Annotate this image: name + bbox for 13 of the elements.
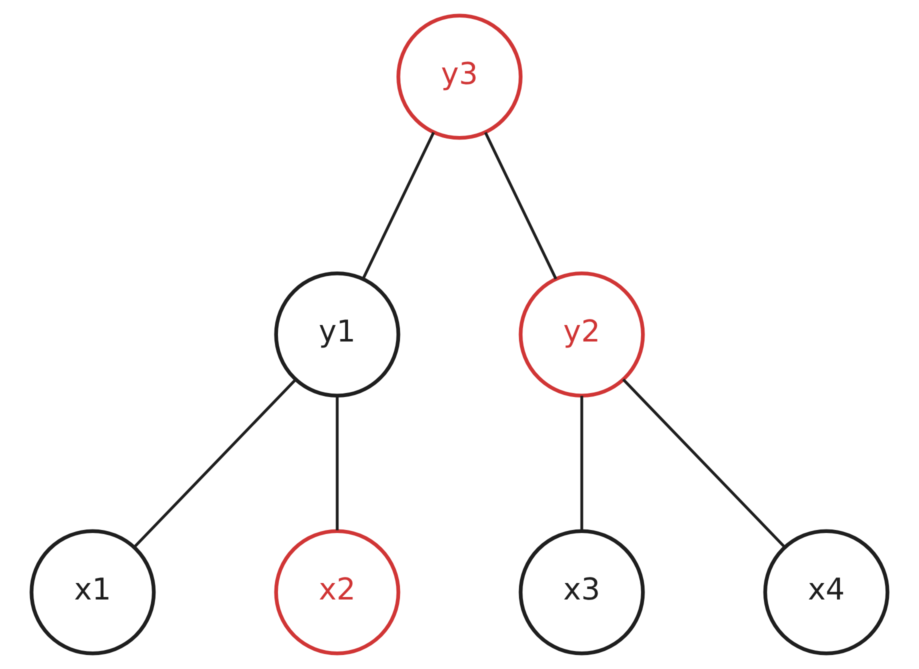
node-circle: x3 bbox=[518, 529, 645, 656]
connector bbox=[336, 396, 339, 530]
connector bbox=[484, 132, 558, 280]
node-circle: y1 bbox=[274, 271, 400, 398]
connector bbox=[133, 378, 297, 548]
node-circle: y2 bbox=[518, 271, 645, 398]
connector bbox=[362, 132, 435, 280]
node-circle: x4 bbox=[763, 529, 890, 656]
connector bbox=[622, 378, 786, 548]
node-circle: x1 bbox=[30, 529, 156, 656]
connector bbox=[580, 396, 584, 530]
node-circle: x2 bbox=[274, 529, 400, 656]
node-circle: y3 bbox=[396, 14, 523, 140]
